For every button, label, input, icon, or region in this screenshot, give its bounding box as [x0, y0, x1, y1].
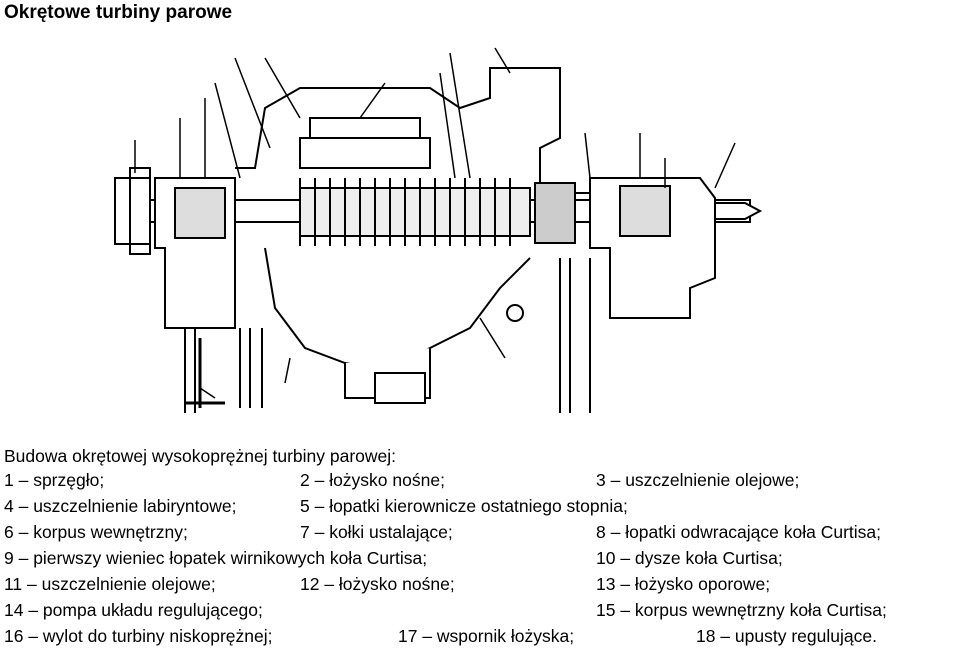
- legend-item: 8 – łopatki odwracające koła Curtisa;: [596, 522, 882, 542]
- legend-item: 18 – upusty regulujące.: [696, 626, 877, 646]
- legend-item: 16 – wylot do turbiny niskoprężnej;: [4, 626, 273, 646]
- legend-item: 17 – wspornik łożyska;: [398, 626, 575, 646]
- legend-item: 14 – pompa układu regulującego;: [4, 600, 263, 620]
- legend-item: 10 – dysze koła Curtisa;: [596, 548, 783, 568]
- legend-item: 15 – korpus wewnętrzny koła Curtisa;: [596, 600, 887, 620]
- turbine-cross-section-drawing: 1: [114, 47, 763, 413]
- legend-item: 2 – łożysko nośne;: [300, 470, 445, 490]
- curtis-wheel: [534, 182, 576, 244]
- legend-item: 7 – kołki ustalające;: [300, 522, 453, 542]
- legend-item: 3 – uszczelnienie olejowe;: [596, 470, 800, 490]
- lower-casing: [264, 247, 531, 364]
- blading: [299, 178, 511, 246]
- thrust-end: [714, 202, 763, 220]
- page-title: Okrętowe turbiny parowe: [4, 2, 233, 23]
- legend-item: 9 – pierwszy wieniec łopatek wirnikowych…: [4, 548, 428, 568]
- legend-item: 12 – łożysko nośne;: [300, 574, 455, 594]
- legend-item: 5 – łopatki kierownicze ostatniego stopn…: [300, 496, 628, 516]
- legend-item: 1 – sprzęgło;: [4, 470, 105, 490]
- legend-item: 4 – uszczelnienie labiryntowe;: [4, 496, 237, 516]
- outer-casing: [235, 67, 590, 194]
- legend-item: 6 – korpus wewnętrzny;: [4, 522, 188, 542]
- caption: Budowa okrętowej wysokoprężnej turbiny p…: [4, 446, 397, 466]
- rotor-drum: [299, 187, 531, 237]
- legend-item: 11 – uszczelnienie olejowe;: [4, 574, 216, 594]
- legend-item: 13 – łożysko oporowe;: [596, 574, 771, 594]
- coupling: [114, 167, 151, 255]
